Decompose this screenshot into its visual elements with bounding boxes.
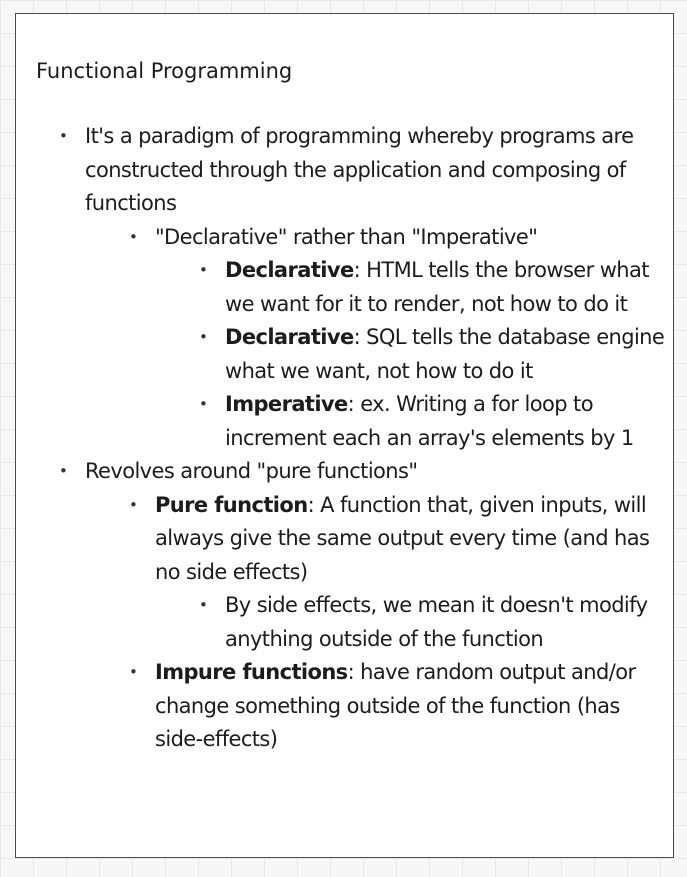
item-text: By side effects, we mean it doesn't modi… xyxy=(225,593,648,651)
bullet-icon: • xyxy=(199,596,208,614)
bullet-icon: • xyxy=(59,127,68,145)
bullet-icon: • xyxy=(129,227,138,246)
sublist: • Declarative: HTML tells the browser wh… xyxy=(155,254,675,455)
list-item: • It's a paradigm of programming whereby… xyxy=(16,120,675,455)
term-label: Pure function xyxy=(155,492,308,517)
list-item: • By side effects, we mean it doesn't mo… xyxy=(155,589,675,656)
item-text: Impure functions: have random output and… xyxy=(155,660,636,751)
bullet-icon: • xyxy=(199,328,208,346)
list-item: • Declarative: HTML tells the browser wh… xyxy=(155,254,675,321)
sticky-note-card[interactable]: Functional Programming • It's a paradigm… xyxy=(15,13,674,858)
item-text: Pure function: A function that, given in… xyxy=(155,492,650,584)
list-item: • Revolves around "pure functions" • Pur… xyxy=(16,455,675,757)
bullet-icon: • xyxy=(59,462,68,480)
term-label: Impure functions xyxy=(155,660,348,684)
note-title: Functional Programming xyxy=(36,59,293,83)
sublist: • "Declarative" rather than "Imperative"… xyxy=(85,221,675,456)
sublist: • Pure function: A function that, given … xyxy=(85,489,675,757)
list-item: • Declarative: SQL tells the database en… xyxy=(155,321,675,388)
list-item: • Impure functions: have random output a… xyxy=(85,656,675,757)
list-item: • "Declarative" rather than "Imperative"… xyxy=(85,221,675,456)
term-label: Imperative xyxy=(225,392,348,416)
item-text: Declarative: HTML tells the browser what… xyxy=(225,258,650,316)
outline-list: • It's a paradigm of programming whereby… xyxy=(16,120,675,757)
bullet-icon: • xyxy=(199,395,208,413)
item-text: Declarative: SQL tells the database engi… xyxy=(225,325,665,383)
bullet-icon: • xyxy=(129,495,138,514)
bullet-icon: • xyxy=(129,663,138,681)
item-text: Revolves around "pure functions" xyxy=(85,459,418,483)
item-text: Imperative: ex. Writing a for loop to in… xyxy=(225,392,634,450)
bullet-icon: • xyxy=(199,261,208,279)
term-label: Declarative xyxy=(225,258,354,282)
list-item: • Pure function: A function that, given … xyxy=(85,489,675,657)
term-label: Declarative xyxy=(225,325,354,349)
list-item: • Imperative: ex. Writing a for loop to … xyxy=(155,388,675,455)
item-text: It's a paradigm of programming whereby p… xyxy=(85,124,634,215)
item-text: "Declarative" rather than "Imperative" xyxy=(155,224,538,249)
sublist: • By side effects, we mean it doesn't mo… xyxy=(155,589,675,656)
